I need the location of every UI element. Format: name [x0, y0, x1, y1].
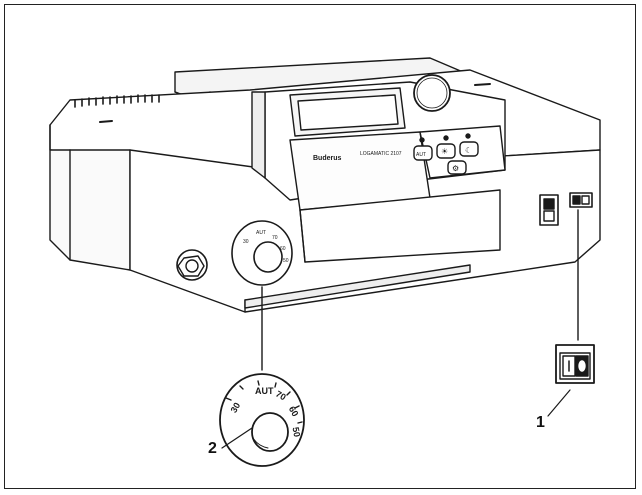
svg-text:70: 70	[272, 235, 278, 241]
sun-button-icon: ☀	[441, 147, 448, 156]
sun-button	[436, 143, 456, 159]
dial-detail-enlarged	[219, 373, 305, 467]
control-buttons	[413, 133, 479, 175]
main-rotary-knob	[413, 74, 451, 112]
power-switches	[539, 192, 593, 226]
callout-2-leader	[221, 427, 253, 449]
dial-scale-60: 60	[287, 405, 301, 419]
front-flap	[289, 131, 431, 211]
callout-2: 2	[208, 440, 217, 457]
round-connector	[176, 249, 208, 281]
dial-scale-70: 70	[274, 389, 288, 403]
vent-slots-left	[74, 94, 160, 108]
svg-text:60: 60	[280, 246, 286, 252]
svg-text:30: 30	[243, 239, 249, 245]
moon-button-icon: ☾	[465, 146, 472, 155]
service-button-icon: ⚙	[452, 164, 459, 173]
thermostat-dial-on-unit: 30 AUT 70 60 50	[231, 220, 293, 286]
dial-auto-label: AUT	[255, 386, 274, 396]
dial-scale-50: 50	[291, 426, 303, 438]
callout-1: 1	[536, 414, 545, 431]
switch-detail-enlarged	[555, 344, 595, 384]
dial-scale-30: 30	[229, 401, 243, 415]
moon-button	[459, 141, 479, 157]
svg-text:AUT: AUT	[256, 230, 266, 236]
auto-button-label: AUT	[416, 152, 426, 158]
model-label: LOGAMATIC 2107	[360, 151, 402, 157]
auto-button	[413, 145, 433, 161]
service-button	[447, 160, 467, 175]
svg-text:50: 50	[283, 258, 289, 264]
brand-label: Buderus	[313, 155, 342, 162]
callout-1-leader	[547, 389, 571, 417]
